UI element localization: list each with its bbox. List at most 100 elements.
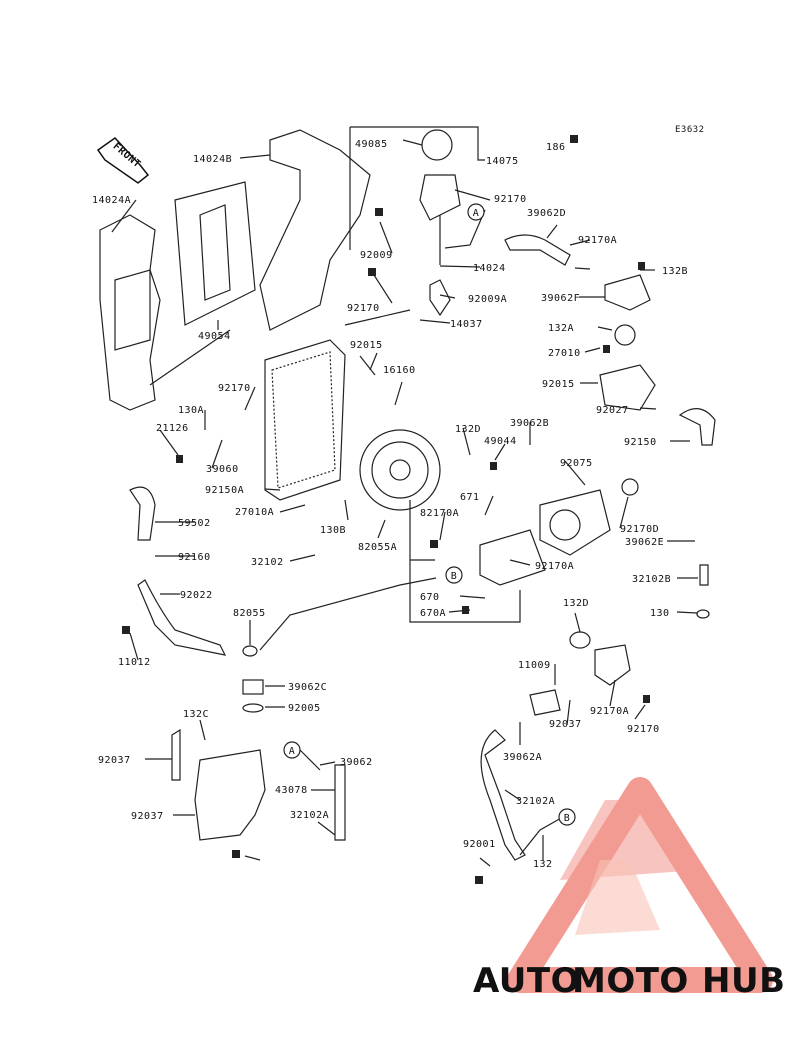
part-label: 92170D bbox=[620, 524, 659, 535]
svg-text:B: B bbox=[451, 571, 458, 582]
part-label: 92015 bbox=[542, 379, 575, 390]
callout-b-1: B bbox=[445, 566, 463, 584]
water-pump-cover bbox=[479, 529, 546, 586]
watermark-text: AUTO MOTO HUB bbox=[473, 961, 785, 1001]
svg-text:B: B bbox=[564, 813, 571, 824]
hose-39062b bbox=[678, 408, 716, 446]
part-label: 32102A bbox=[516, 796, 555, 807]
pipe-32102b bbox=[137, 579, 227, 656]
hose-39062e bbox=[129, 486, 156, 541]
bolt-92001 bbox=[232, 850, 240, 858]
part-label: 14037 bbox=[450, 319, 483, 330]
hose-39062d bbox=[504, 234, 571, 266]
bolt-130a bbox=[176, 455, 183, 463]
water-pump bbox=[539, 489, 611, 556]
part-label: 130 bbox=[650, 608, 670, 619]
svg-text:A: A bbox=[473, 208, 480, 219]
radiator-cap bbox=[421, 129, 453, 161]
callout-a-1: A bbox=[467, 203, 485, 221]
o-ring-670 bbox=[696, 609, 710, 619]
part-label: 92160 bbox=[178, 552, 211, 563]
front-arrow-icon bbox=[96, 137, 150, 184]
part-label: 11009 bbox=[518, 660, 551, 671]
part-label: 92075 bbox=[560, 458, 593, 469]
part-label: 92009A bbox=[468, 294, 507, 305]
part-label: 14024A bbox=[92, 195, 131, 206]
o-ring-670a bbox=[242, 645, 258, 657]
part-label: 670A bbox=[420, 608, 446, 619]
part-label: 39062D bbox=[527, 208, 566, 219]
hose-39062f bbox=[429, 279, 451, 317]
part-label: 92170A bbox=[535, 561, 574, 572]
part-label: 39062C bbox=[288, 682, 327, 693]
part-label: 92009 bbox=[360, 250, 393, 261]
diagram-code: E3632 bbox=[675, 125, 705, 135]
part-label: 39060 bbox=[206, 464, 239, 475]
part-label: 39062F bbox=[541, 293, 580, 304]
hose-39062c bbox=[529, 689, 561, 716]
bolt-186 bbox=[570, 135, 578, 143]
part-label: 43078 bbox=[275, 785, 308, 796]
part-label: 14024 bbox=[473, 263, 506, 274]
bolt-132d-top bbox=[490, 462, 497, 470]
part-label: 21126 bbox=[156, 423, 189, 434]
part-label: 39062E bbox=[625, 537, 664, 548]
bolt-92009 bbox=[375, 208, 383, 216]
part-label: 92015 bbox=[350, 340, 383, 351]
bolt-132d bbox=[122, 626, 130, 634]
reserve-tank-cap bbox=[242, 679, 264, 695]
part-label: 59502 bbox=[178, 518, 211, 529]
callout-a-2: A bbox=[283, 741, 301, 759]
water-pipe-92005 bbox=[594, 644, 631, 686]
part-label: 82055 bbox=[233, 608, 266, 619]
part-label: 92170 bbox=[494, 194, 527, 205]
svg-text:AUTO: AUTO bbox=[473, 961, 580, 1001]
part-label: 132D bbox=[455, 424, 481, 435]
part-label: 14075 bbox=[486, 156, 519, 167]
part-label: 92022 bbox=[180, 590, 213, 601]
pipe-32102a bbox=[480, 729, 526, 861]
part-label: 186 bbox=[546, 142, 566, 153]
radiator-grille bbox=[174, 181, 256, 326]
svg-text:HUB: HUB bbox=[702, 961, 785, 1001]
part-label: 92150A bbox=[205, 485, 244, 496]
part-label: 49044 bbox=[484, 436, 517, 447]
radiator-shroud-left bbox=[99, 214, 161, 411]
part-label: 39062 bbox=[340, 757, 373, 768]
part-label: 32102A bbox=[290, 810, 329, 821]
part-label: 130A bbox=[178, 405, 204, 416]
callout-b-2: B bbox=[558, 808, 576, 826]
radiator-shroud-right bbox=[259, 129, 371, 331]
part-label: 82055A bbox=[358, 542, 397, 553]
part-label: 27010 bbox=[548, 348, 581, 359]
part-label: 92001 bbox=[463, 839, 496, 850]
part-label: 82170A bbox=[420, 508, 459, 519]
part-label: 39062B bbox=[510, 418, 549, 429]
cooling-fan bbox=[359, 429, 441, 511]
part-label: 92170A bbox=[590, 706, 629, 717]
bolt-132c bbox=[643, 695, 650, 703]
reserve-tank bbox=[194, 749, 266, 841]
part-label: 92037 bbox=[549, 719, 582, 730]
part-label: 49054 bbox=[198, 331, 231, 342]
part-label: 92027 bbox=[596, 405, 629, 416]
bolt-132a bbox=[603, 345, 610, 353]
radiator bbox=[264, 339, 346, 501]
part-label: 132A bbox=[548, 323, 574, 334]
part-label: 92150 bbox=[624, 437, 657, 448]
part-label: 132C bbox=[183, 709, 209, 720]
part-label: 14024B bbox=[193, 154, 232, 165]
part-label: 16160 bbox=[383, 365, 416, 376]
part-label: 32102 bbox=[251, 557, 284, 568]
part-label: 671 bbox=[460, 492, 480, 503]
bolt-130 bbox=[462, 606, 469, 614]
part-label: 11012 bbox=[118, 657, 151, 668]
svg-text:MOTO: MOTO bbox=[572, 961, 689, 1001]
part-label: 92170A bbox=[578, 235, 617, 246]
part-label: 39062A bbox=[503, 752, 542, 763]
watermark-logo bbox=[507, 777, 773, 993]
filler-neck bbox=[419, 174, 461, 221]
bolt-132 bbox=[475, 876, 483, 884]
bolt-92009a bbox=[368, 268, 376, 276]
